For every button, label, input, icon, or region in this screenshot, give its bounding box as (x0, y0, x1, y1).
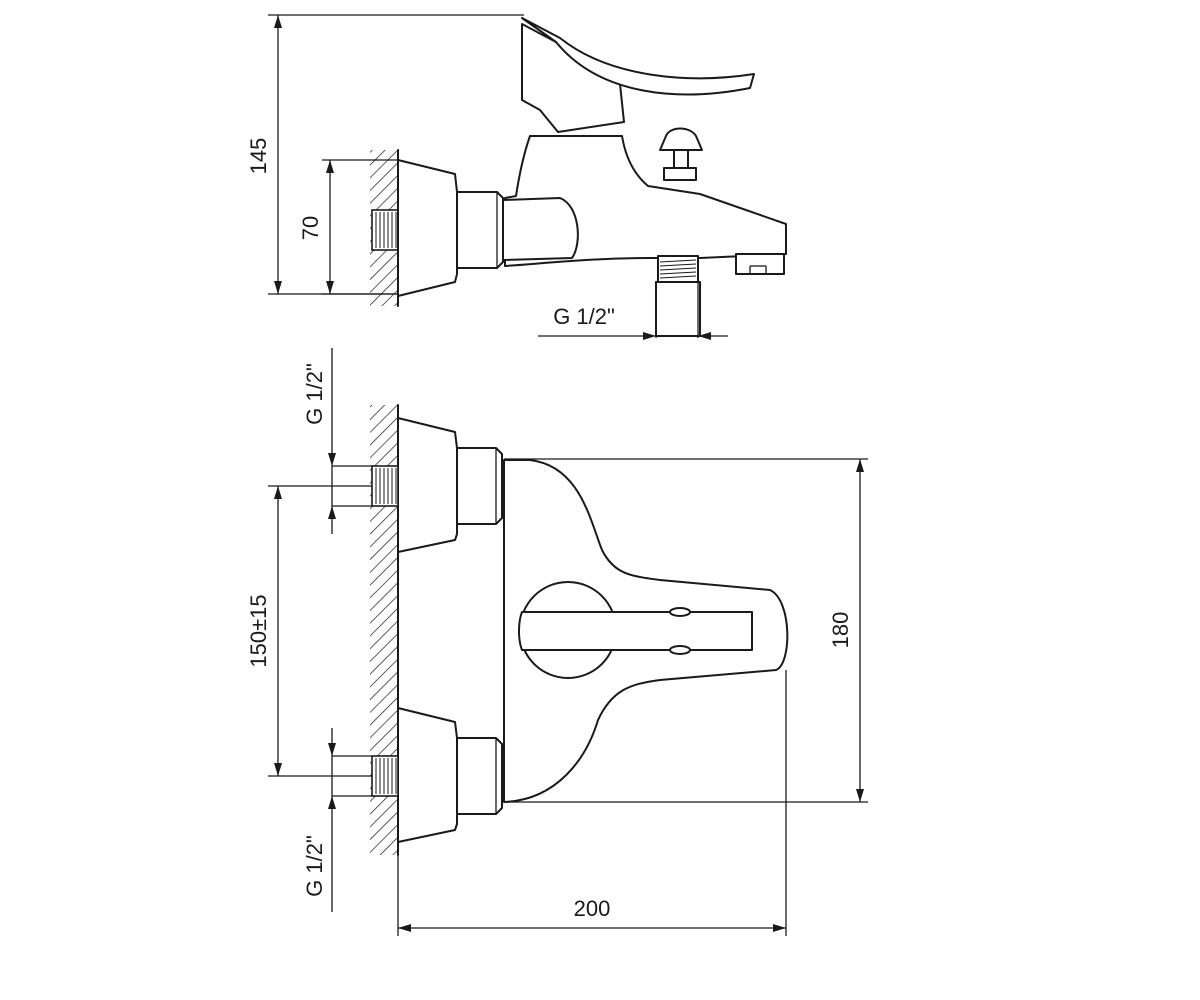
dim-wall-flange-height: 70 (298, 159, 398, 295)
bottom-inlet-thread-label: G 1/2" (302, 835, 327, 897)
top-inlet-thread-label: G 1/2" (302, 363, 327, 425)
dim-inlet-spacing: 150±15 (246, 485, 372, 777)
dim-top-inlet-thread: G 1/2" (302, 348, 372, 534)
body-height-label: 180 (828, 612, 853, 649)
front-lever (518, 611, 753, 651)
dim-spout-thread: G 1/2" (538, 282, 728, 340)
dim-projection-depth: 200 (397, 670, 787, 936)
front-upper-connector (456, 447, 503, 525)
front-lower-connector (456, 737, 503, 815)
side-shower-thread (655, 255, 701, 337)
front-upper-flange (397, 417, 458, 553)
projection-depth-label: 200 (574, 896, 611, 921)
front-lower-wall-thread (371, 755, 399, 797)
side-spout-outlet (735, 253, 785, 275)
dim-body-height: 180 (504, 458, 868, 803)
side-wall-flange (397, 159, 458, 297)
front-view: G 1/2" 150±15 G 1/2" 180 (246, 348, 868, 936)
side-diverter-knob (659, 127, 703, 181)
side-wall-thread (371, 209, 399, 251)
dim-bottom-inlet-thread: G 1/2" (302, 728, 372, 912)
inlet-spacing-label: 150±15 (246, 594, 271, 667)
side-knob (502, 197, 579, 261)
overall-height-label: 145 (246, 138, 271, 175)
front-upper-wall-thread (371, 465, 399, 507)
dim-overall-height: 145 (246, 14, 524, 295)
front-lower-flange (397, 707, 458, 843)
wall-flange-height-label: 70 (298, 216, 323, 240)
side-connector (456, 191, 504, 269)
spout-thread-label: G 1/2" (553, 304, 615, 329)
side-lever-handle (521, 17, 755, 96)
side-view: 145 70 G 1/2" (246, 14, 787, 340)
